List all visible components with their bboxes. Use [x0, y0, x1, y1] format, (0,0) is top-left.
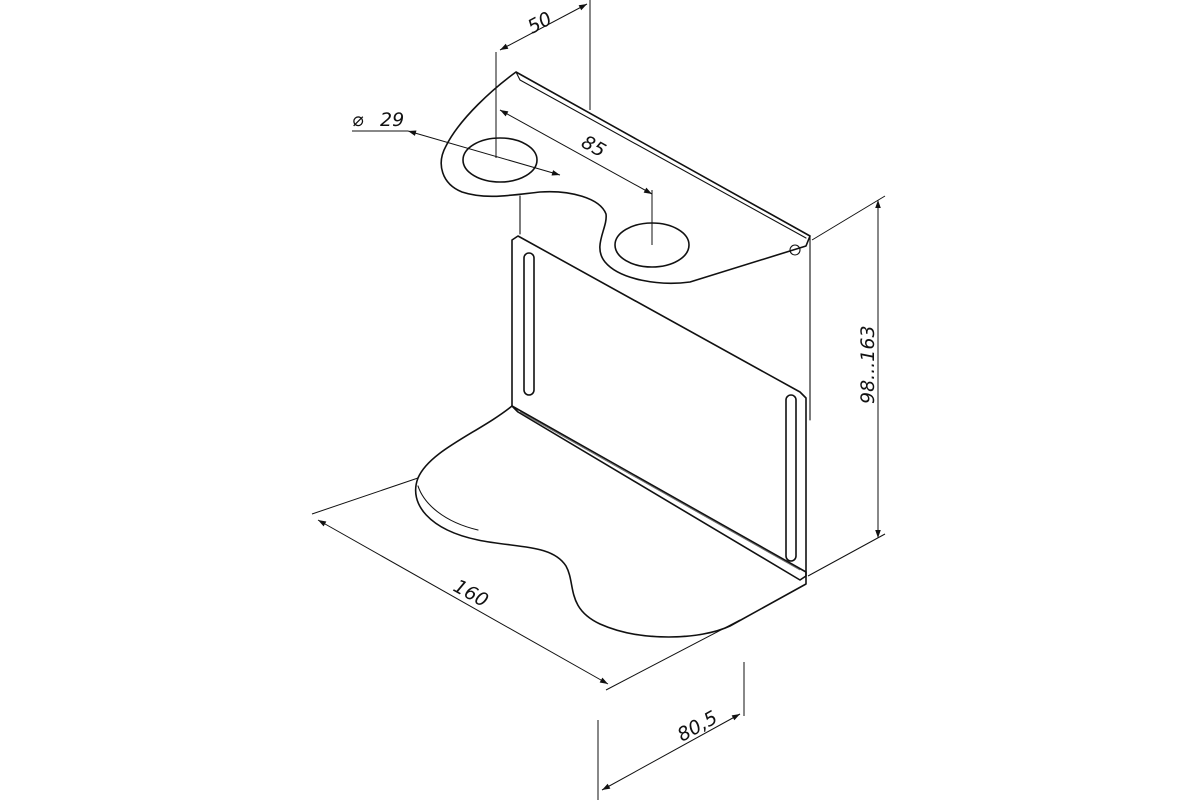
slot-right	[785, 394, 797, 562]
dim-hole-diameter: ⌀ 29	[352, 109, 561, 176]
top-plate-outline	[440, 71, 811, 284]
fold-line	[519, 411, 801, 571]
slot-left	[523, 252, 535, 396]
dim-label-height: 98...163	[857, 325, 879, 404]
dim-label-hole-diameter: 29	[380, 109, 404, 131]
hole-left	[462, 137, 538, 183]
back-plate-outline	[511, 235, 807, 581]
dim-diameter-symbol: ⌀	[352, 109, 364, 131]
dim-length: 160	[311, 477, 741, 691]
back-plate	[511, 195, 811, 581]
dim-height: 98...163	[807, 195, 886, 577]
top-plate	[440, 71, 811, 284]
dim-label-depth: 80,5	[674, 707, 722, 747]
top-plate-thickness	[515, 71, 807, 239]
hinge-hole	[789, 244, 801, 256]
bottom-plate-thickness	[417, 485, 479, 531]
dim-label-hole-spacing: 85	[578, 131, 610, 162]
dim-label-offset-top: 50	[524, 8, 556, 39]
